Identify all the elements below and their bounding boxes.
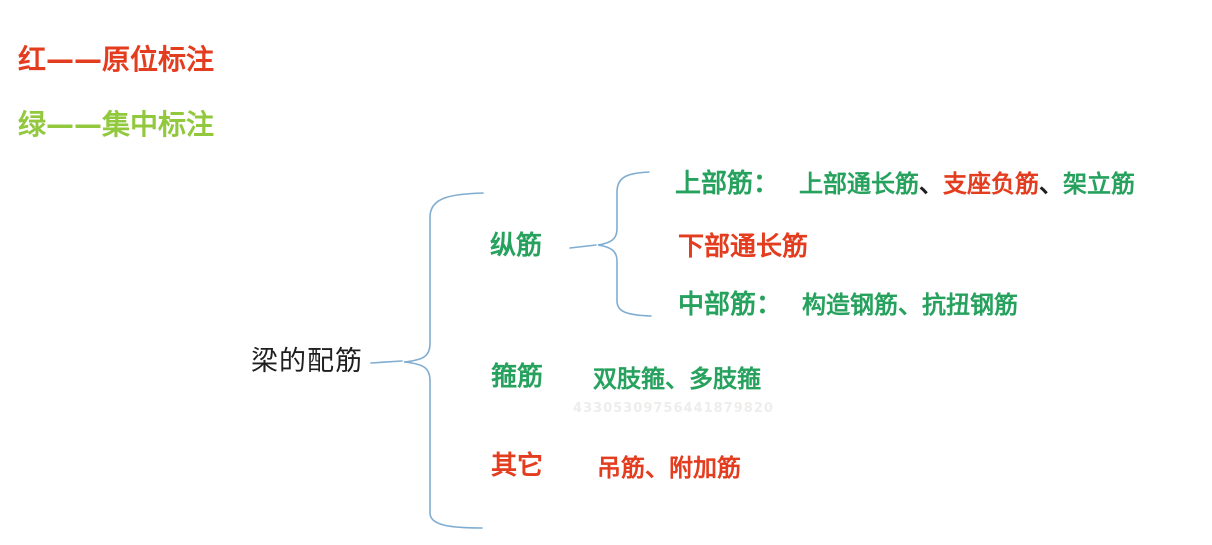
zongjin-connector-line <box>569 244 597 249</box>
branch-label-stirrups: 箍筋 <box>491 362 544 392</box>
branch-label-others: 其它 <box>491 451 544 481</box>
watermark-number: 43305309756441879820 <box>573 401 774 416</box>
lower-through-bars-label: 下部通长筋 <box>678 232 809 262</box>
separator: 、 <box>919 170 944 198</box>
branch-label-longitudinal: 纵筋 <box>490 231 543 261</box>
erection-bars-item: 架立筋 <box>1063 170 1136 198</box>
legend-in-situ-annotation: 红——原位标注 <box>18 43 215 76</box>
middle-bars-label: 中部筋： <box>678 290 783 320</box>
tree-root-label: 梁的配筋 <box>251 346 363 377</box>
upper-through-bars-item: 上部通长筋 <box>799 170 920 198</box>
legend-collective-annotation: 绿——集中标注 <box>18 108 215 141</box>
constructional-torsion-bars-item: 构造钢筋、抗扭钢筋 <box>802 291 1019 319</box>
separator: 、 <box>1039 170 1064 198</box>
zongjin-brace-icon <box>597 171 652 317</box>
support-negative-bars-item: 支座负筋 <box>943 170 1040 198</box>
stirrups-items: 双肢箍、多肢箍 <box>593 365 761 393</box>
root-connector-line <box>370 360 403 364</box>
root-brace-icon <box>403 192 484 529</box>
upper-bars-line: 上部筋： 上部通长筋 、 支座负筋 、 架立筋 <box>675 170 1135 199</box>
others-items: 吊筋、附加筋 <box>597 454 741 482</box>
middle-bars-line: 中部筋： 构造钢筋、抗扭钢筋 <box>678 291 1018 320</box>
upper-bars-label: 上部筋： <box>675 169 780 199</box>
lower-through-bars-line: 下部通长筋 <box>678 233 808 262</box>
